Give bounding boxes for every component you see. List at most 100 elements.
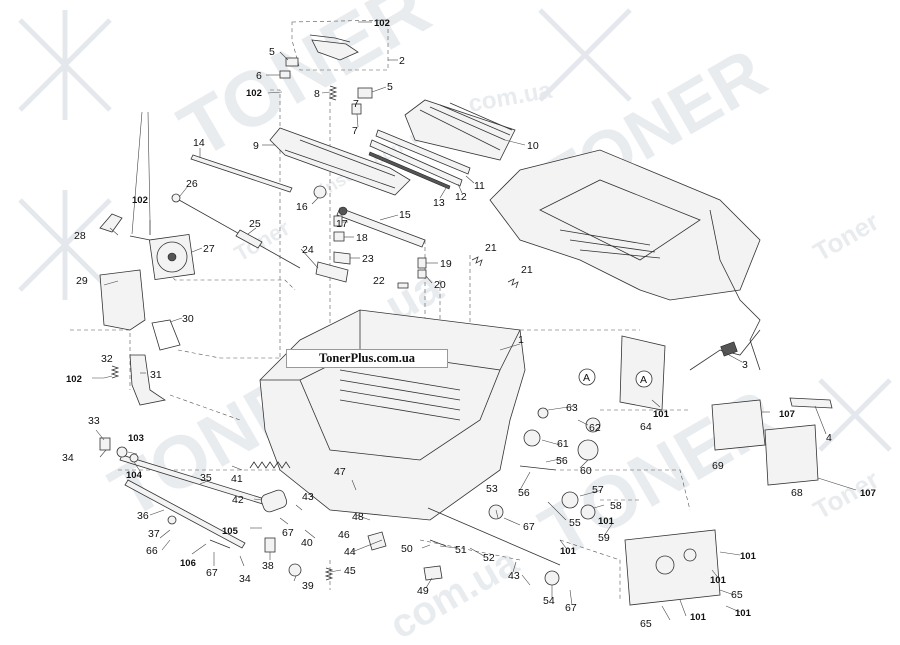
callout-labels: 1 2 3 4 5 5 6 7 7 8 9 10 11 12 13 14 15 … [62,18,876,630]
callout: 61 [557,438,569,450]
callout: 13 [433,197,445,209]
callout: 16 [296,201,308,213]
callout: 14 [193,137,205,149]
part-11-strip [375,129,471,175]
callout: 67 [565,602,577,614]
part-6-clip [279,70,291,79]
callout: 20 [434,279,446,291]
part-42-roller [260,489,288,513]
reference-circle [578,368,596,386]
part-52-shaft [427,507,561,566]
part-2-lever [311,39,359,61]
part-23-bracket [333,251,351,265]
callout: 105 [222,526,239,537]
part-17-clip [333,215,343,227]
part-8-spring [328,85,338,101]
part-14-rod [190,154,293,193]
part-41-spring [249,461,291,469]
part-16-gear [313,185,327,199]
callout: 107 [860,488,876,499]
callout: 5 [269,46,275,58]
part-37-bushing [167,515,177,525]
part-58-gear [580,504,596,520]
callout: 68 [791,487,803,499]
callout: 59 [598,532,610,544]
watermark-brand-script: Toner [808,206,884,267]
callout: 52 [483,552,495,564]
callout: 3 [742,359,748,371]
part-54-gear [544,570,560,586]
callout: 40 [301,537,313,549]
callout: 47 [334,466,346,478]
callout: 44 [344,546,356,558]
callout: 22 [373,275,385,287]
part-5-clip [285,57,299,67]
callout: 43 [302,491,314,503]
part-53-gear [488,504,504,520]
callout: 30 [182,313,194,325]
callout: 17 [336,218,348,230]
callout: 56 [518,487,530,499]
part-12-strip [369,139,463,187]
callout: 11 [474,180,485,192]
callout: 55 [569,517,581,529]
callout: 24 [302,244,314,256]
part-21-spring [471,256,483,267]
part-56-shaft [519,465,557,471]
callout: 32 [101,353,113,365]
callout: 67 [282,527,294,539]
callout: 4 [826,432,832,444]
reference-marks: A A [578,368,653,388]
callout: 5 [387,81,393,93]
part-21-spring [507,278,519,289]
callout: 38 [262,560,274,572]
callout: 12 [455,191,467,203]
part-68-cover [764,424,819,486]
callout: 37 [148,528,160,540]
callout: 102 [246,88,262,99]
callout: 63 [566,402,578,414]
part-62-gear [585,417,601,433]
part-25-shaft [171,195,301,269]
part-104-washer [129,453,139,463]
callout: 102 [132,195,148,206]
callout: 35 [200,472,212,484]
callout: 7 [353,98,359,110]
part-30-bracket [151,319,181,351]
part-13-strip [368,151,451,190]
callout: 65 [731,589,743,601]
callout: 33 [88,415,100,427]
callout: 8 [314,88,320,100]
part-33-bracket [99,437,111,451]
callout: 19 [440,258,452,270]
part-57-gear [561,491,579,509]
part-69-board [711,399,766,451]
reference-mark-a: A [640,374,647,386]
site-watermark-banner: TonerPlus.com.ua [286,349,448,368]
callout: 18 [356,232,368,244]
callout: 26 [186,178,198,190]
callout: 41 [231,473,243,485]
callout: 58 [610,500,622,512]
part-106-pin [209,539,231,549]
part-26-bushing [171,193,181,203]
callout: 9 [253,140,259,152]
watermark-star-icon [18,8,892,452]
part-19-clip [417,257,427,269]
leader-lines [92,21,857,621]
callout: 101 [690,612,707,623]
watermark-brand-script: Toner [230,215,294,267]
callout: 65 [640,618,652,630]
upper-tray-unit [489,149,761,301]
callout: 21 [485,242,497,254]
reference-mark-a: A [583,372,590,384]
part-4-cable [789,397,833,409]
part-36-shaft [124,479,246,549]
callout: 66 [146,545,158,557]
part-18-clip [333,231,345,242]
part-60-gear [577,439,599,461]
part-5-clip [357,87,373,99]
callout: 50 [401,543,413,555]
callout: 27 [203,243,215,255]
callout: 60 [580,465,592,477]
